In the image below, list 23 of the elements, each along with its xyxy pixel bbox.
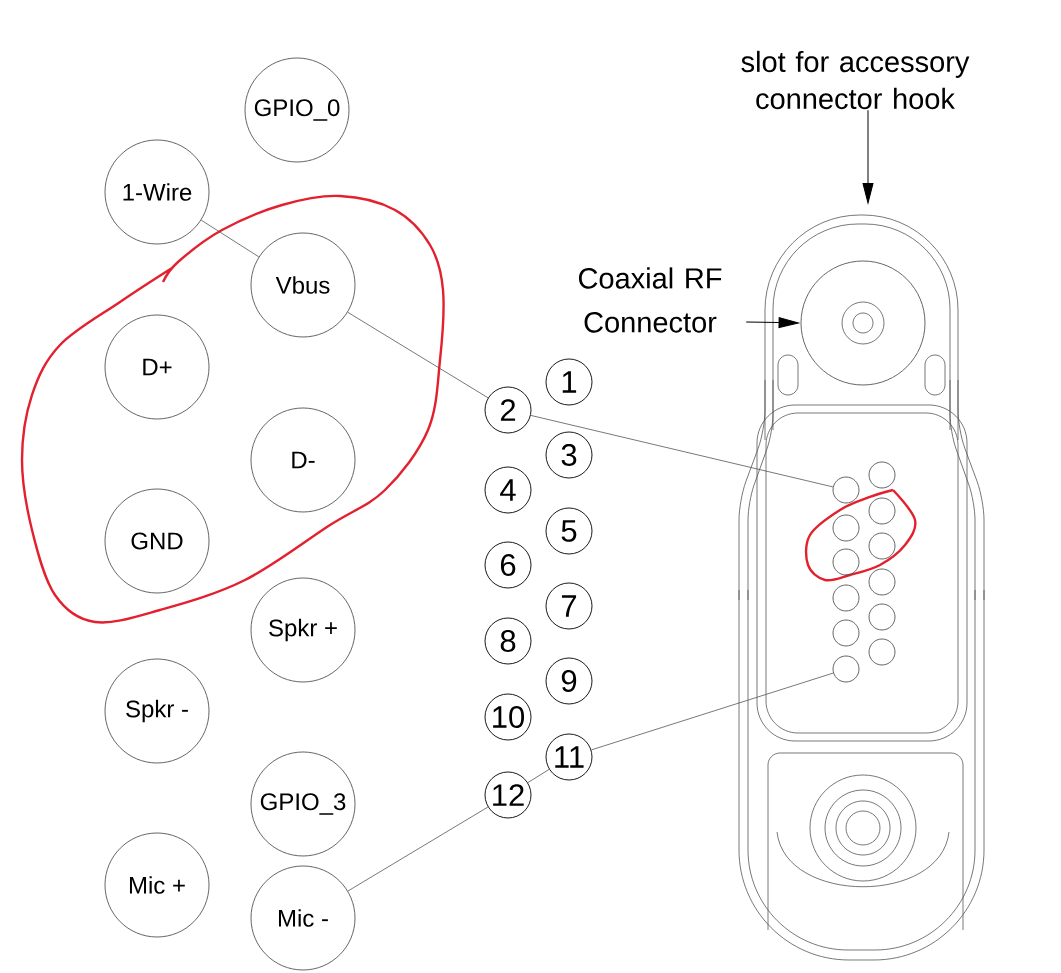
connector-line [200, 219, 260, 258]
connector-line [347, 806, 489, 892]
arrow [862, 109, 874, 204]
contact-pin [832, 655, 860, 683]
contact-pin [868, 532, 896, 560]
contact-pin [832, 548, 860, 576]
contact-pin [868, 603, 896, 631]
connector-line [527, 769, 550, 783]
callout-text: Coaxial RF Connector [578, 267, 722, 333]
contact-pin [832, 584, 860, 612]
contact-pin [868, 461, 896, 489]
contact-pin [868, 497, 896, 525]
contact-pin [832, 619, 860, 647]
arrow [745, 317, 799, 329]
contact-pin [832, 514, 860, 542]
connector-line [347, 311, 489, 399]
connector-line [530, 415, 834, 488]
contact-pin [868, 568, 896, 596]
contact-pin [868, 638, 896, 666]
callout-text: slot for accessory connector hook [741, 50, 970, 110]
contact-pin [832, 476, 860, 504]
connector-line [590, 672, 834, 751]
coaxial-connector [800, 260, 926, 386]
